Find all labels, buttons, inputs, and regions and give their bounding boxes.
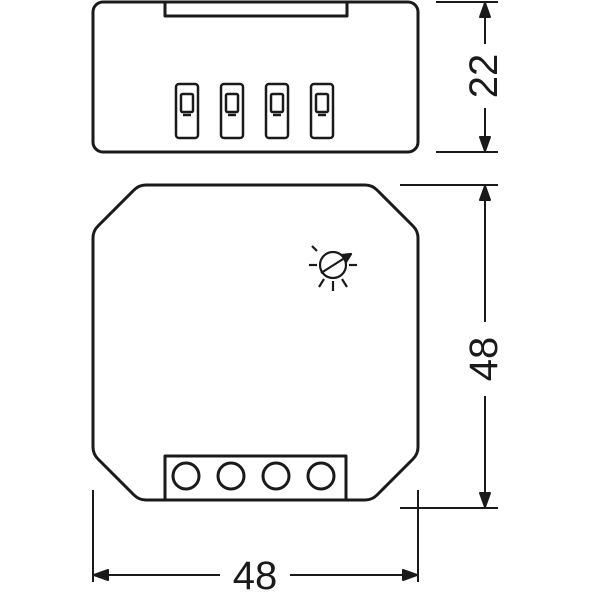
side-view-top-tab (163, 2, 349, 18)
terminal-slot (219, 82, 245, 140)
terminal-slot (309, 82, 335, 140)
arrowhead (479, 2, 491, 18)
dimension-label-height-front: 48 (462, 337, 506, 382)
dimension-height-top (436, 1, 498, 153)
terminal-slot (174, 82, 200, 140)
arrowhead (479, 185, 491, 201)
dimension-label-height-top: 22 (462, 54, 506, 99)
side-view-housing (91, 0, 420, 154)
arrowhead (479, 492, 491, 508)
arrowhead (402, 569, 418, 581)
potentiometer-adjust-icon (309, 245, 357, 291)
arrowhead (93, 569, 109, 581)
terminal-hole (261, 461, 291, 491)
front-view-housing (91, 183, 420, 502)
terminal-slot (264, 82, 290, 140)
front-view (91, 183, 420, 502)
dimension-label-width-front: 48 (233, 554, 278, 598)
dimension-height-front (400, 184, 498, 509)
dimension-width-front (92, 490, 419, 582)
side-view-terminal-slots (174, 82, 335, 140)
terminal-block (163, 454, 348, 500)
terminal-hole (306, 461, 336, 491)
terminal-block-outline (163, 454, 348, 500)
arrowhead (479, 136, 491, 152)
side-view (91, 0, 420, 154)
terminal-hole (171, 461, 201, 491)
terminal-hole (216, 461, 246, 491)
